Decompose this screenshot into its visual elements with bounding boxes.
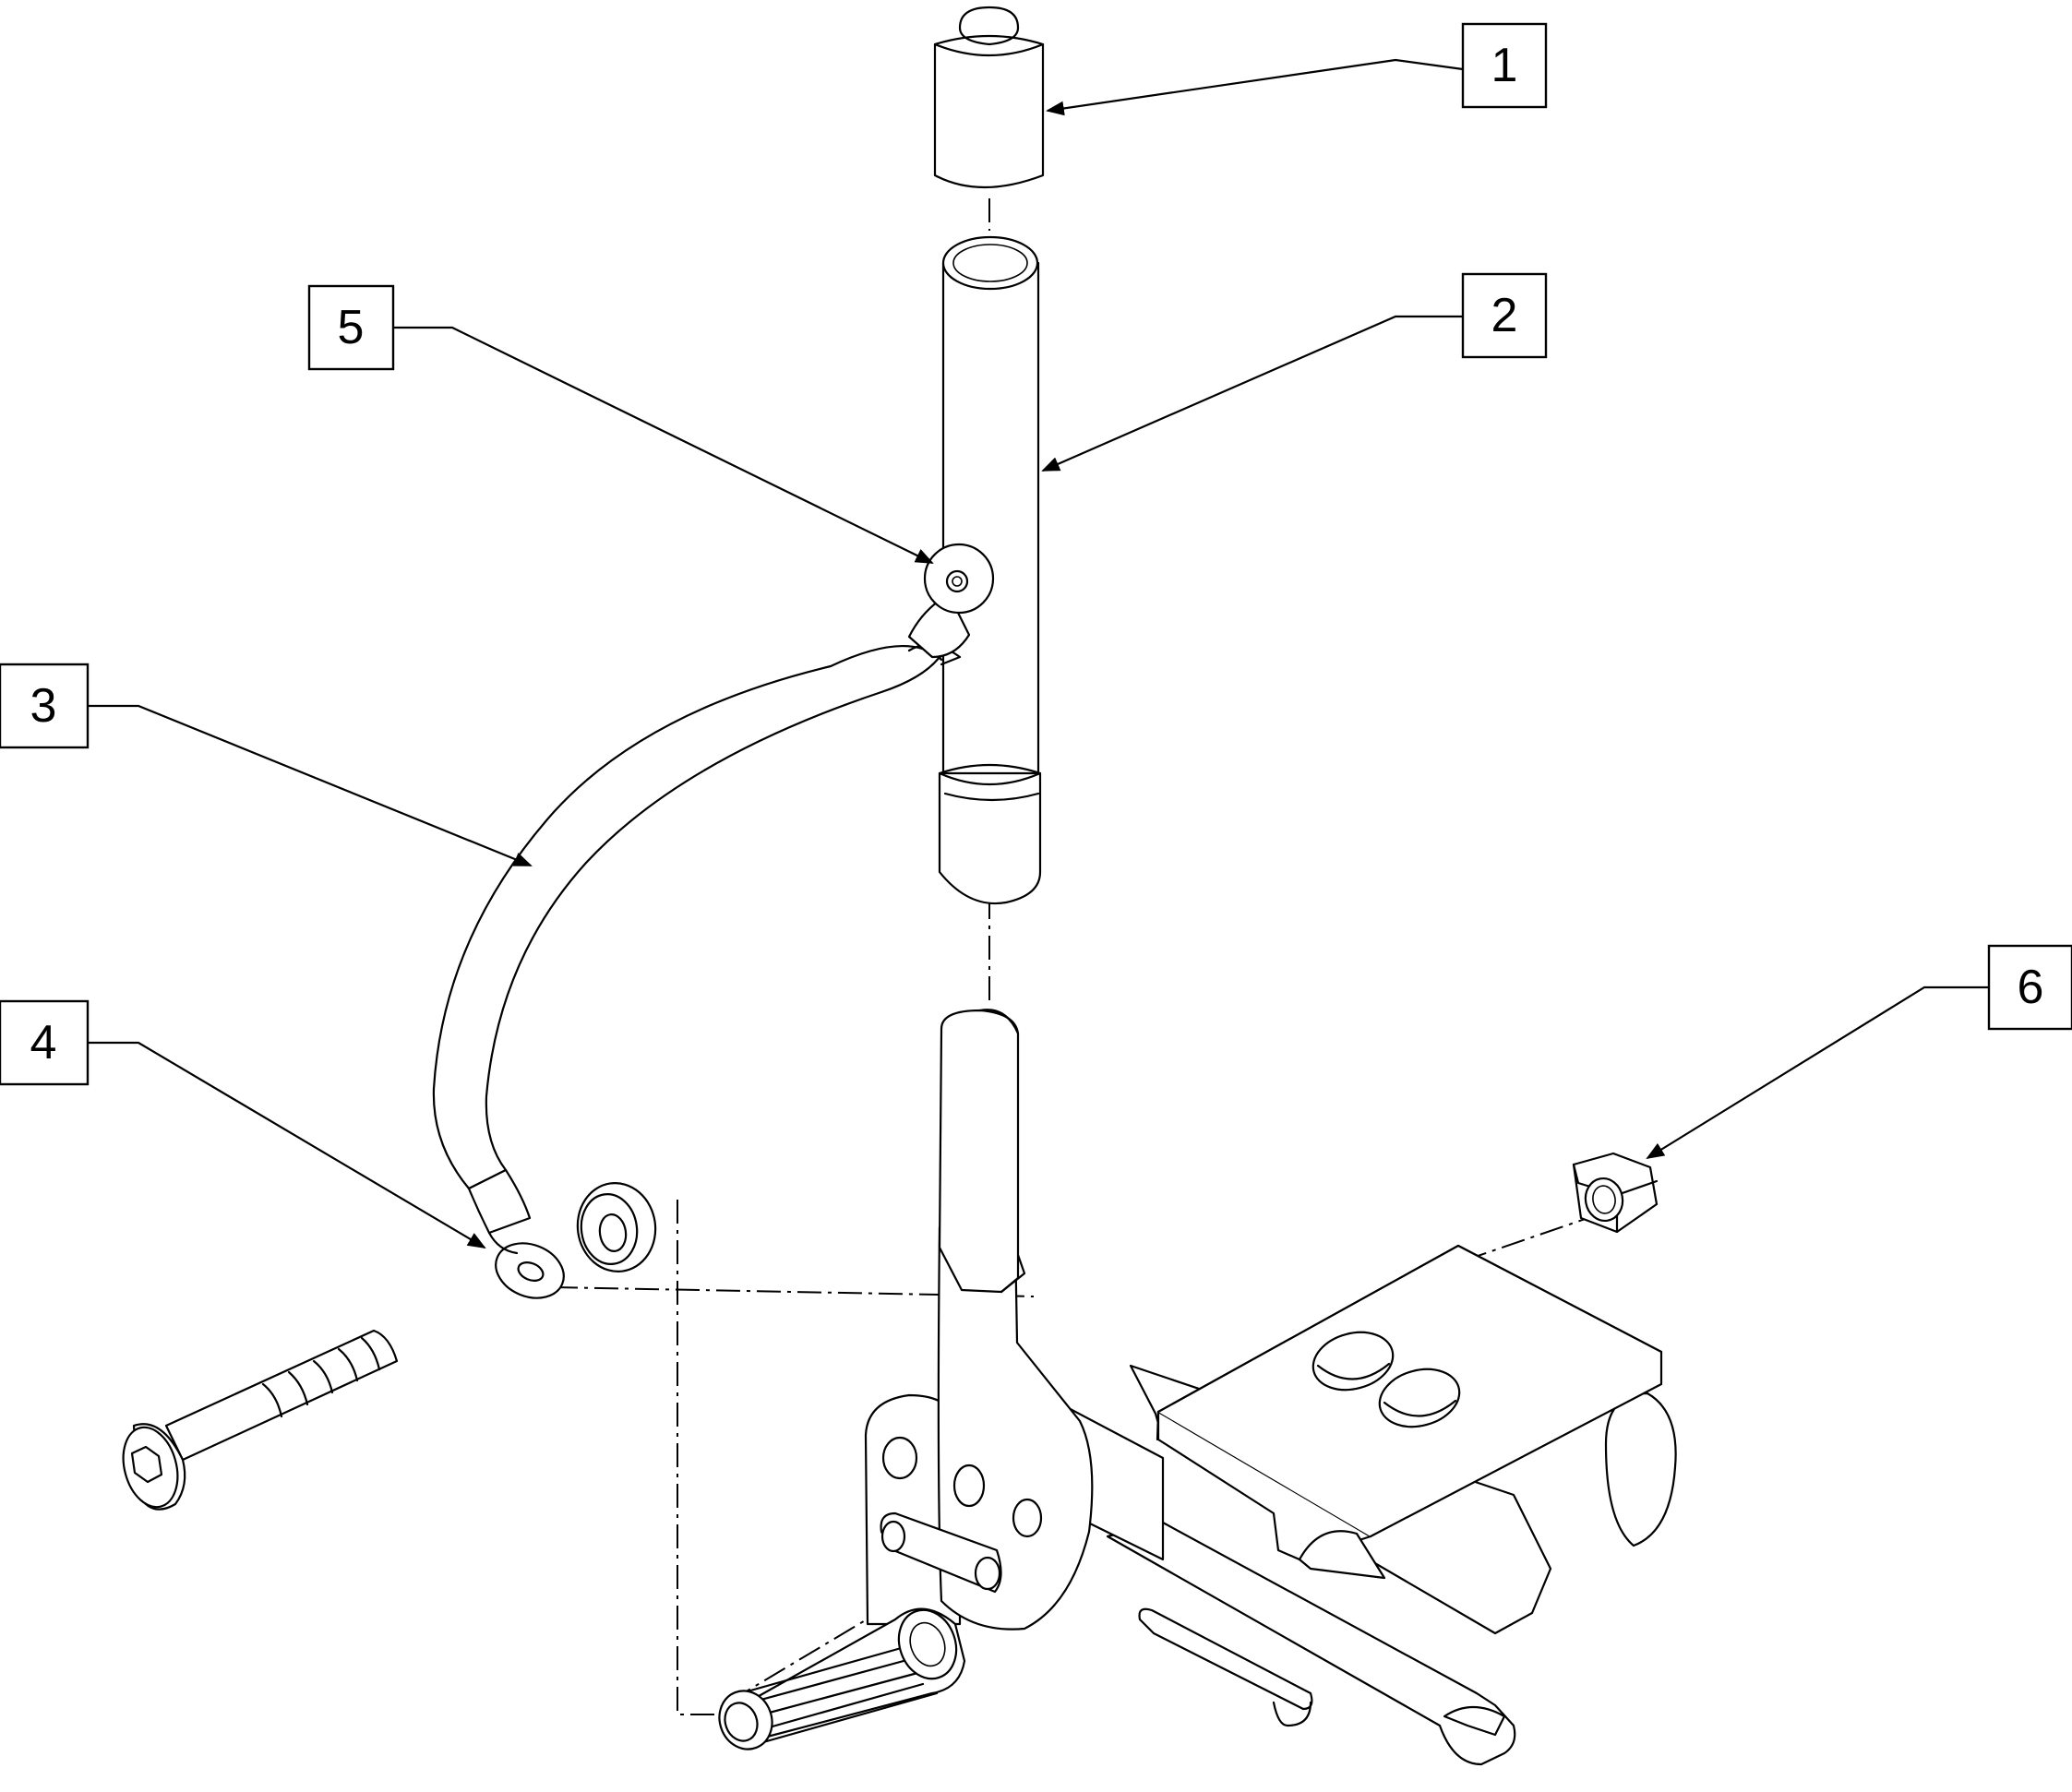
upright-tube-part	[938, 235, 1042, 905]
callout-2: 2	[1461, 272, 1548, 359]
leader-2	[1041, 315, 1463, 472]
leader-4	[88, 1041, 486, 1249]
callout-1: 1	[1461, 22, 1548, 109]
svg-text:5: 5	[338, 301, 365, 354]
callout-5: 5	[307, 284, 395, 371]
leader-lines	[88, 58, 1989, 1249]
leader-1	[1046, 58, 1464, 116]
cap-part	[933, 6, 1045, 189]
svg-text:1: 1	[1491, 39, 1518, 92]
hex-nut-part	[1572, 1152, 1659, 1234]
bolt-part	[122, 1329, 399, 1511]
svg-text:2: 2	[1491, 289, 1518, 342]
leader-5	[393, 326, 934, 564]
curved-strut-part	[432, 543, 995, 1299]
mount-bracket-part	[718, 1009, 1165, 1750]
svg-text:3: 3	[30, 679, 57, 733]
washer-part	[576, 1182, 657, 1272]
callout-4: 4	[0, 999, 90, 1086]
callout-3: 3	[0, 663, 90, 749]
svg-text:4: 4	[30, 1016, 57, 1069]
callout-6: 6	[1987, 944, 2072, 1031]
frame-clamp-part	[1106, 1244, 1677, 1766]
leader-3	[88, 704, 533, 867]
washer-to-shaft-centerline	[677, 1200, 729, 1715]
leader-6	[1646, 986, 1989, 1160]
svg-text:6: 6	[2018, 961, 2044, 1014]
